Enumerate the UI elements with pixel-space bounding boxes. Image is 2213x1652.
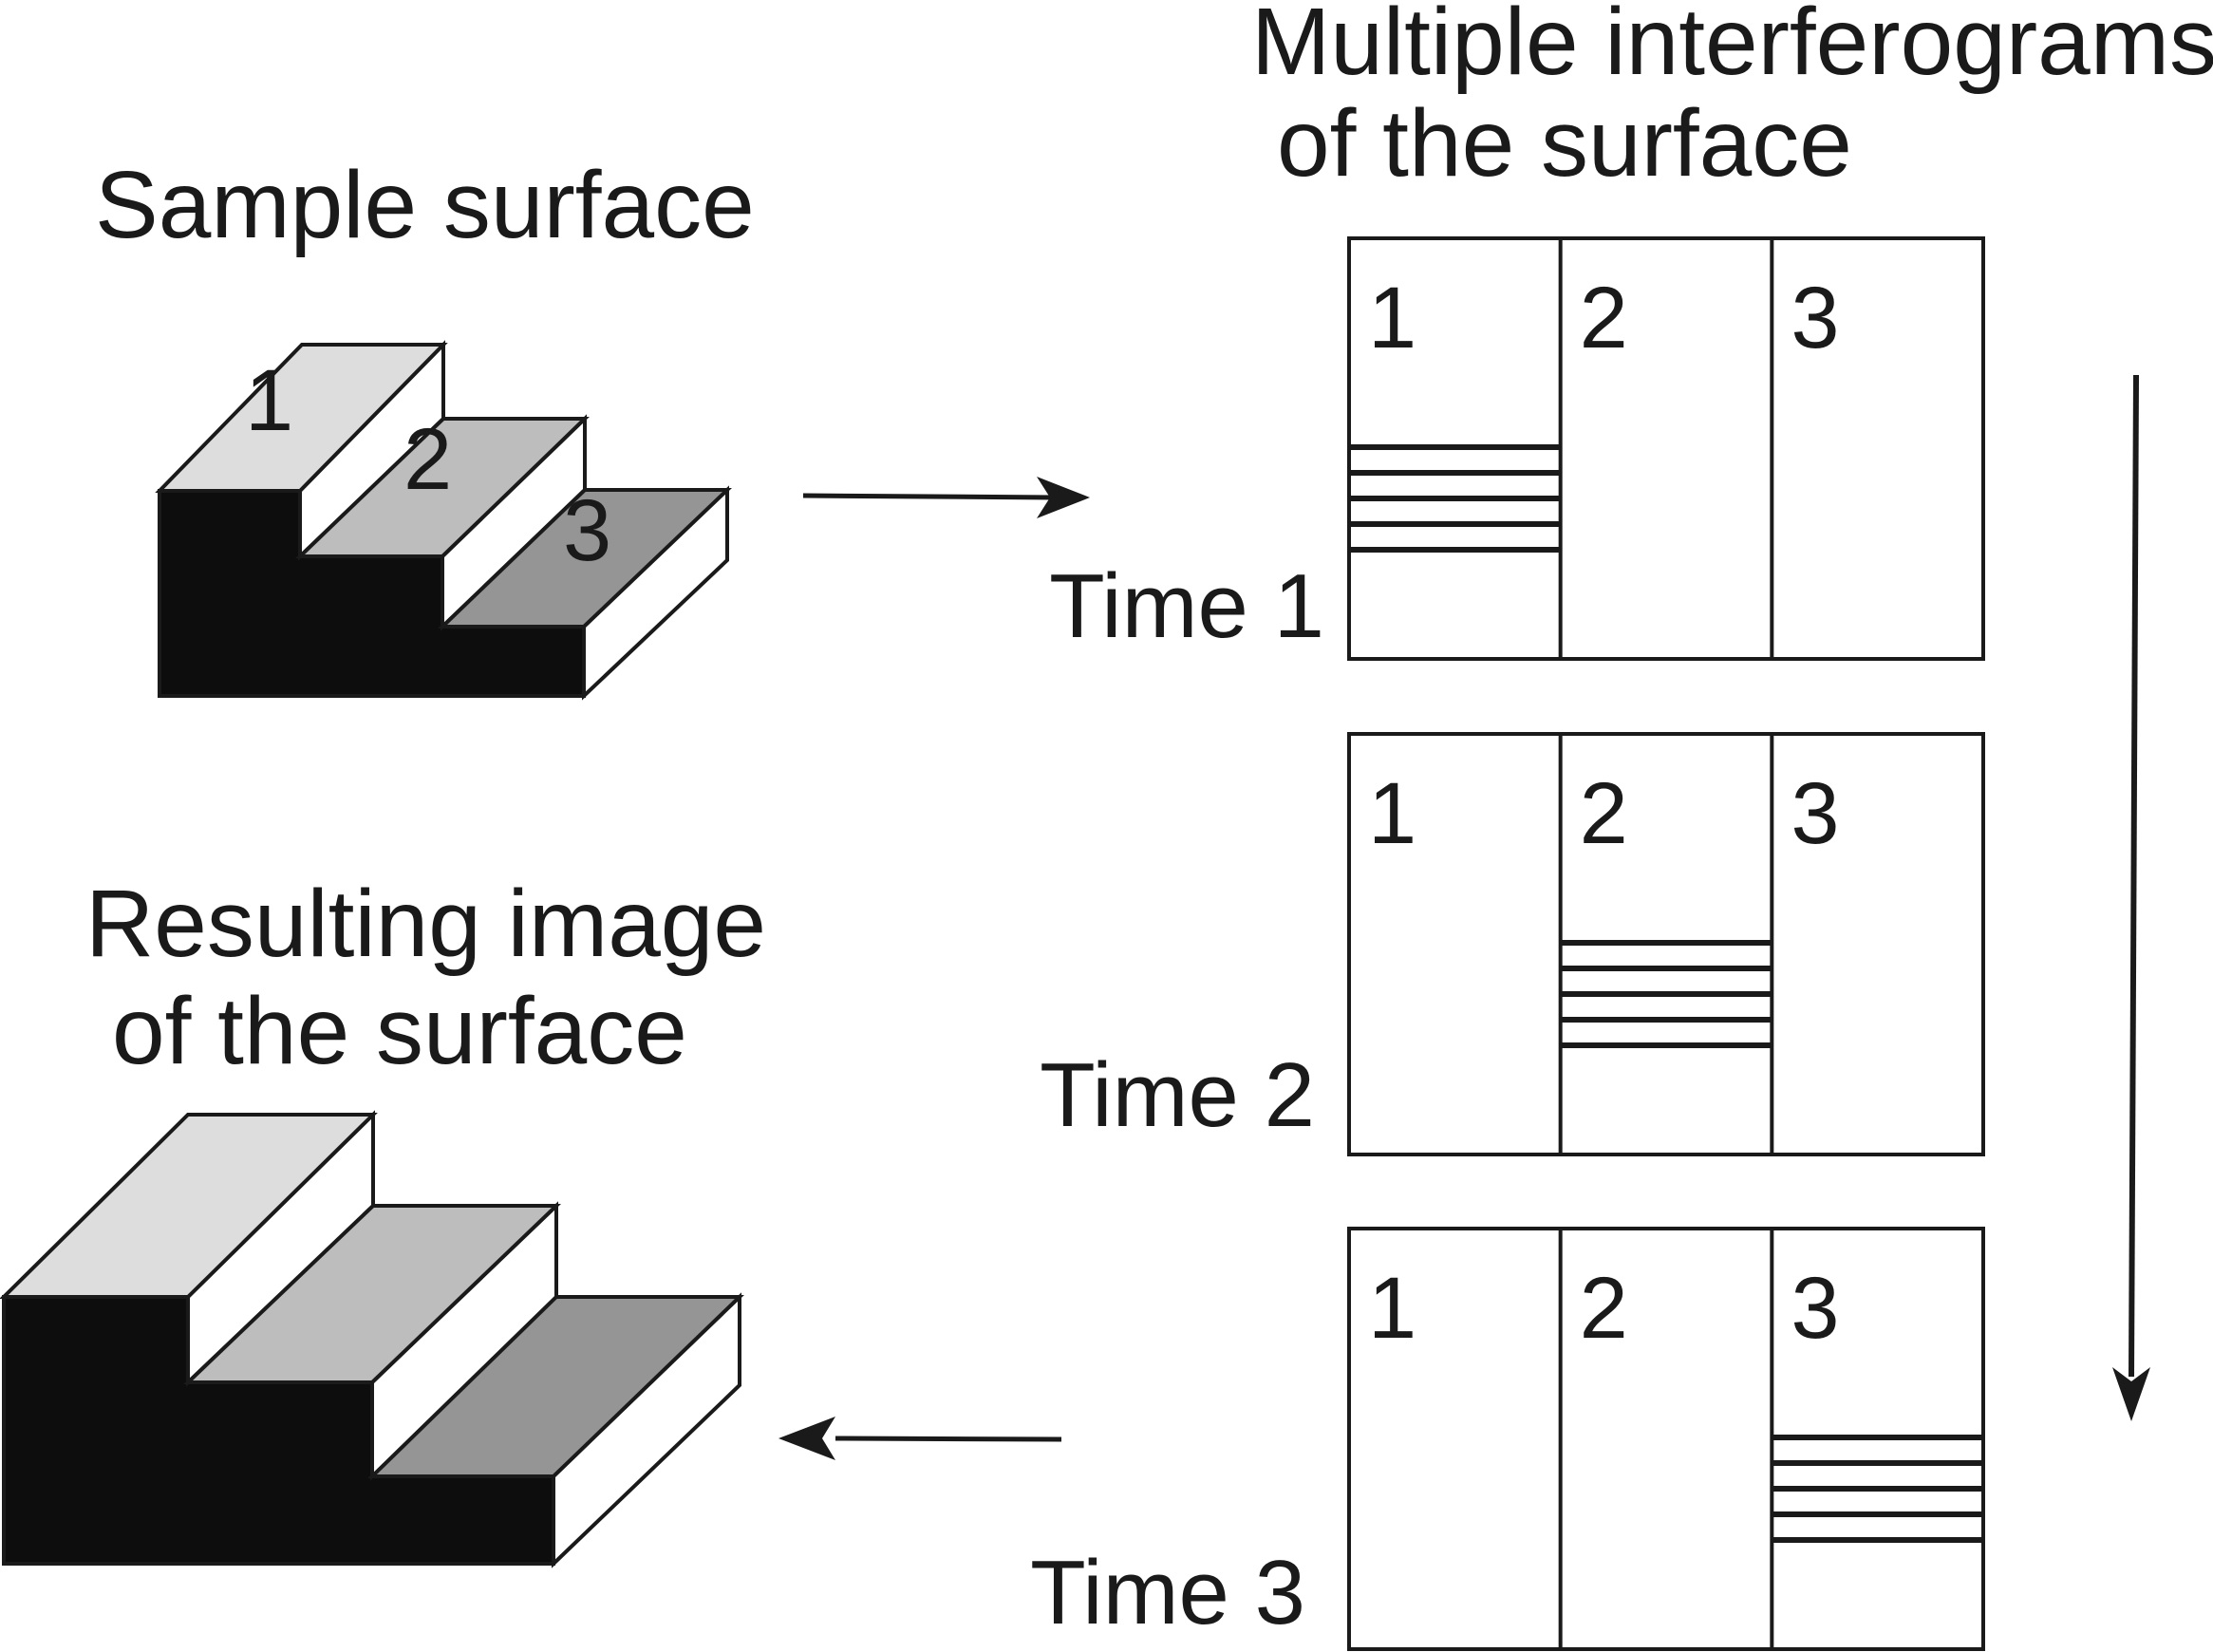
- panel-column-label: 3: [1791, 270, 1839, 366]
- resulting-staircase: [0, 1110, 744, 1568]
- sample-step-label-2: 2: [403, 411, 452, 508]
- panel-column-label: 1: [1368, 270, 1416, 366]
- result-step-top-2: [183, 1204, 561, 1384]
- interferograms-title-line-1: Multiple interferograms: [1251, 0, 2213, 95]
- panel-column-label: 1: [1368, 765, 1416, 862]
- result-step-top-1: [0, 1113, 378, 1299]
- sample-step-top-3: [438, 488, 732, 629]
- arrow-to-resulting-image: [778, 1417, 1062, 1460]
- panel-column-label: 2: [1580, 270, 1628, 366]
- resulting-image-title-line-1: Resulting image: [85, 871, 766, 977]
- interferograms-title-line-2: of the surface: [1277, 90, 1852, 197]
- sample-surface-staircase: [155, 340, 732, 701]
- sample-step-top-2: [295, 417, 590, 558]
- panel-column-label: 3: [1791, 765, 1839, 862]
- sample-surface-title: Sample surface: [95, 152, 755, 258]
- time-progression-arrow: [2112, 374, 2150, 1421]
- panel-column-label: 3: [1791, 1260, 1839, 1357]
- panel-column-label: 2: [1580, 765, 1628, 862]
- time-label-1: Time 1: [1049, 555, 1324, 657]
- sample-step-label-3: 3: [563, 482, 611, 579]
- time-label-2: Time 2: [1040, 1044, 1315, 1146]
- result-step-top-3: [367, 1295, 744, 1478]
- panel-column-label: 2: [1580, 1260, 1628, 1357]
- time-label-3: Time 3: [1030, 1542, 1305, 1643]
- sample-step-top-1: [155, 343, 448, 493]
- resulting-image-title-line-2: of the surface: [112, 978, 687, 1084]
- arrow-to-interferograms: [802, 477, 1090, 518]
- sample-step-label-1: 1: [245, 352, 293, 449]
- panel-column-label: 1: [1368, 1260, 1416, 1357]
